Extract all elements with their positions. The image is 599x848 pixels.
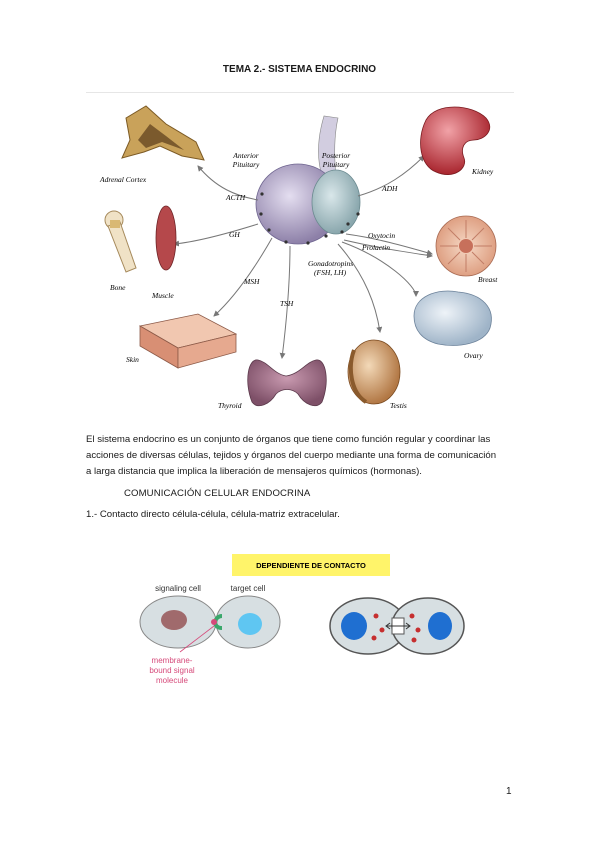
gonadotropins-label-2: (FSH, LH) xyxy=(314,268,347,277)
list-item-1: 1.- Contacto directo célula-célula, célu… xyxy=(86,509,340,520)
contact-signaling-diagram: DEPENDIENTE DE CONTACTO signaling cell t… xyxy=(139,554,465,685)
target-cell-nucleus xyxy=(238,613,262,635)
bone-shape xyxy=(104,210,137,273)
paragraph-line: a larga distancia que implica la liberac… xyxy=(86,466,422,477)
posterior-pituitary-label-2: Pituitary xyxy=(322,160,350,169)
bound-molecule-icon xyxy=(211,619,217,625)
prolactin-arrow xyxy=(343,239,433,259)
gonadotropins-testis-arrow xyxy=(337,243,383,333)
ovary-label: Ovary xyxy=(464,351,483,360)
testis-label: Testis xyxy=(390,401,407,410)
gh-arrow xyxy=(173,223,259,247)
paragraph-line: El sistema endocrino es un conjunto de ó… xyxy=(86,434,491,445)
section-heading: COMUNICACIÓN CELULAR ENDOCRINA xyxy=(124,488,311,499)
breast-shape xyxy=(435,215,497,277)
molecule-label-3: molecule xyxy=(156,676,189,685)
gh-label: GH xyxy=(229,230,240,239)
posterior-pituitary-label: Posterior xyxy=(321,151,350,160)
page-number: 1 xyxy=(506,786,512,797)
muscle-label: Muscle xyxy=(151,291,174,300)
kidney-shape xyxy=(420,106,491,175)
oxytocin-arrow xyxy=(345,233,433,256)
adrenal-cortex-label: Adrenal Cortex xyxy=(99,175,147,184)
document-title: TEMA 2.- SISTEMA ENDOCRINO xyxy=(222,64,377,75)
header-divider xyxy=(86,92,514,93)
anterior-pituitary-label: Anterior xyxy=(232,151,258,160)
kidney-label: Kidney xyxy=(471,167,494,176)
signaling-cell-label: signaling cell xyxy=(155,584,201,593)
tsh-arrow xyxy=(279,245,291,359)
prolactin-label: Prolactin xyxy=(361,243,390,252)
molecule-label: membrane- xyxy=(152,656,193,665)
msh-label: MSH xyxy=(243,277,260,286)
posterior-pituitary-lobe xyxy=(311,169,361,235)
contact-banner-label: DEPENDIENTE DE CONTACTO xyxy=(256,561,366,570)
signaling-cell-nucleus xyxy=(161,610,187,630)
adh-label: ADH xyxy=(381,184,398,193)
acth-arrow xyxy=(197,165,259,201)
thyroid-shape xyxy=(247,359,327,407)
left-junction-nucleus xyxy=(341,612,367,640)
tsh-label: TSH xyxy=(280,299,294,308)
intro-paragraph: El sistema endocrino es un conjunto de ó… xyxy=(86,432,516,480)
contact-banner xyxy=(232,554,390,576)
paragraph-line: acciones de diversas células, tejidos y … xyxy=(86,450,497,461)
acth-label: ACTH xyxy=(225,193,246,202)
bone-label: Bone xyxy=(110,283,126,292)
skin-shape xyxy=(138,313,238,369)
msh-arrow xyxy=(213,237,273,317)
muscle-shape xyxy=(155,205,177,271)
skin-label: Skin xyxy=(126,355,139,364)
testis-shape xyxy=(347,339,401,405)
gonadotropins-ovary-arrow xyxy=(341,241,419,297)
gonadotropins-label: Gonadotropins xyxy=(308,259,353,268)
adrenal-cortex-shape xyxy=(121,105,205,161)
right-junction-nucleus xyxy=(428,612,452,640)
thyroid-label: Thyroid xyxy=(218,401,242,410)
breast-label: Breast xyxy=(478,275,498,284)
pituitary-diagram: Anterior Pituitary Posterior Pituitary A… xyxy=(99,105,498,410)
anterior-pituitary-label-2: Pituitary xyxy=(232,160,260,169)
adh-arrow xyxy=(357,155,425,197)
target-cell-label: target cell xyxy=(231,584,266,593)
molecule-label-2: bound signal xyxy=(149,666,195,675)
oxytocin-label: Oxytocin xyxy=(368,231,395,240)
ovary-shape xyxy=(413,290,492,346)
